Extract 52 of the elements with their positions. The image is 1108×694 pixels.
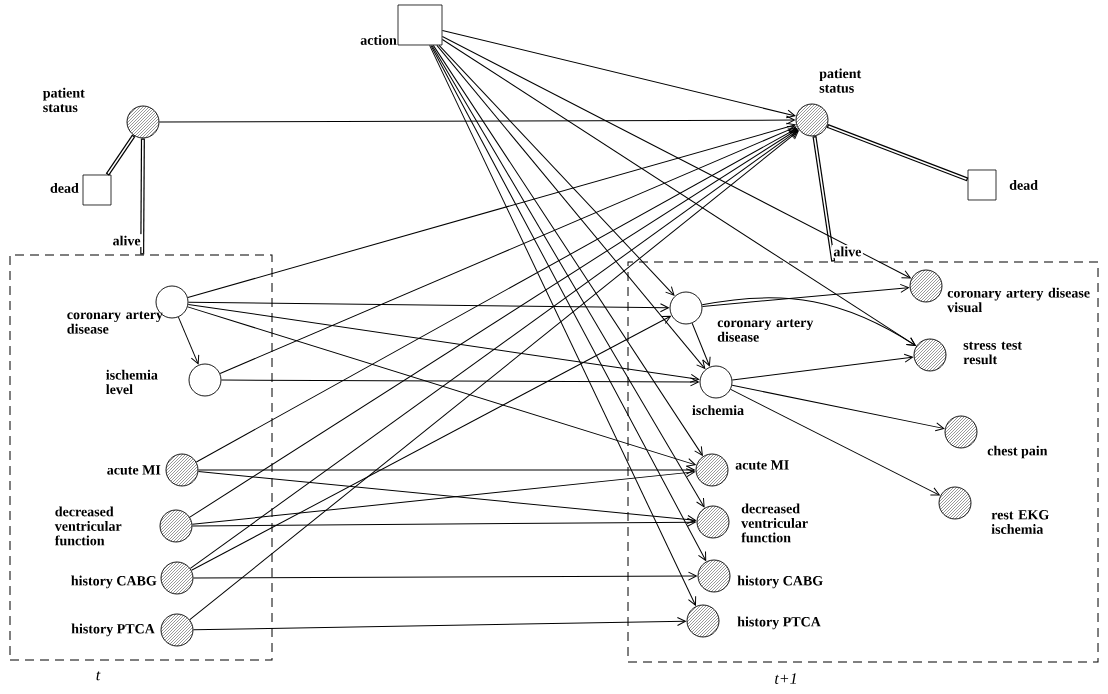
arrow <box>187 306 696 467</box>
double-line <box>105 134 136 176</box>
node-label: patient status <box>819 68 862 93</box>
arrow <box>197 465 695 475</box>
node-label: ischemia level <box>106 369 158 395</box>
node-label: coronary artery disease visual <box>947 287 1090 313</box>
time-label: t+1 <box>775 673 796 684</box>
arrow <box>701 297 916 346</box>
arrow <box>730 388 940 496</box>
arrow <box>438 44 675 296</box>
arrow <box>731 384 945 432</box>
arrow <box>436 44 706 369</box>
arrow <box>701 283 909 307</box>
double-line <box>139 138 146 255</box>
double-line <box>811 135 836 262</box>
node-label: dead <box>50 183 79 193</box>
node-label: stress test result <box>963 341 1022 365</box>
arrow <box>191 517 696 527</box>
arrow <box>192 571 697 581</box>
arrow <box>731 353 914 381</box>
arrow <box>187 303 700 383</box>
arrow <box>187 301 669 313</box>
node-label: action <box>360 35 397 45</box>
arrow <box>158 115 795 125</box>
arrow <box>441 29 796 119</box>
arrow <box>192 616 686 631</box>
node-label: patient status <box>43 87 85 113</box>
node-label: rest EKG ischemia <box>991 510 1049 534</box>
node-label: acute MI <box>735 460 789 470</box>
arrow <box>441 36 911 279</box>
node-label: decreased ventricular function <box>741 503 808 543</box>
edge-label: alive <box>111 234 143 247</box>
double-line <box>826 123 969 182</box>
arrow <box>177 316 200 365</box>
edge-label: alive <box>831 245 863 258</box>
node-label: history PTCA <box>71 623 155 637</box>
arrow <box>691 322 711 367</box>
node-label: coronary artery disease <box>717 319 814 342</box>
arrow <box>220 377 699 387</box>
node-label: history PTCA <box>737 616 821 630</box>
node-label: history CABG <box>737 575 823 589</box>
node-label: chest pain <box>987 445 1048 459</box>
node-label: ischemia <box>692 405 744 416</box>
node-label: dead <box>1009 180 1038 190</box>
arrow <box>191 315 671 571</box>
node-label: history CABG <box>71 575 157 589</box>
node-label: acute MI <box>107 465 161 475</box>
arrow <box>219 125 797 374</box>
time-label: t <box>96 671 101 681</box>
arrow <box>187 122 796 298</box>
node-label: decreased ventricular function <box>54 506 122 546</box>
node-label: coronary artery disease <box>67 311 163 334</box>
